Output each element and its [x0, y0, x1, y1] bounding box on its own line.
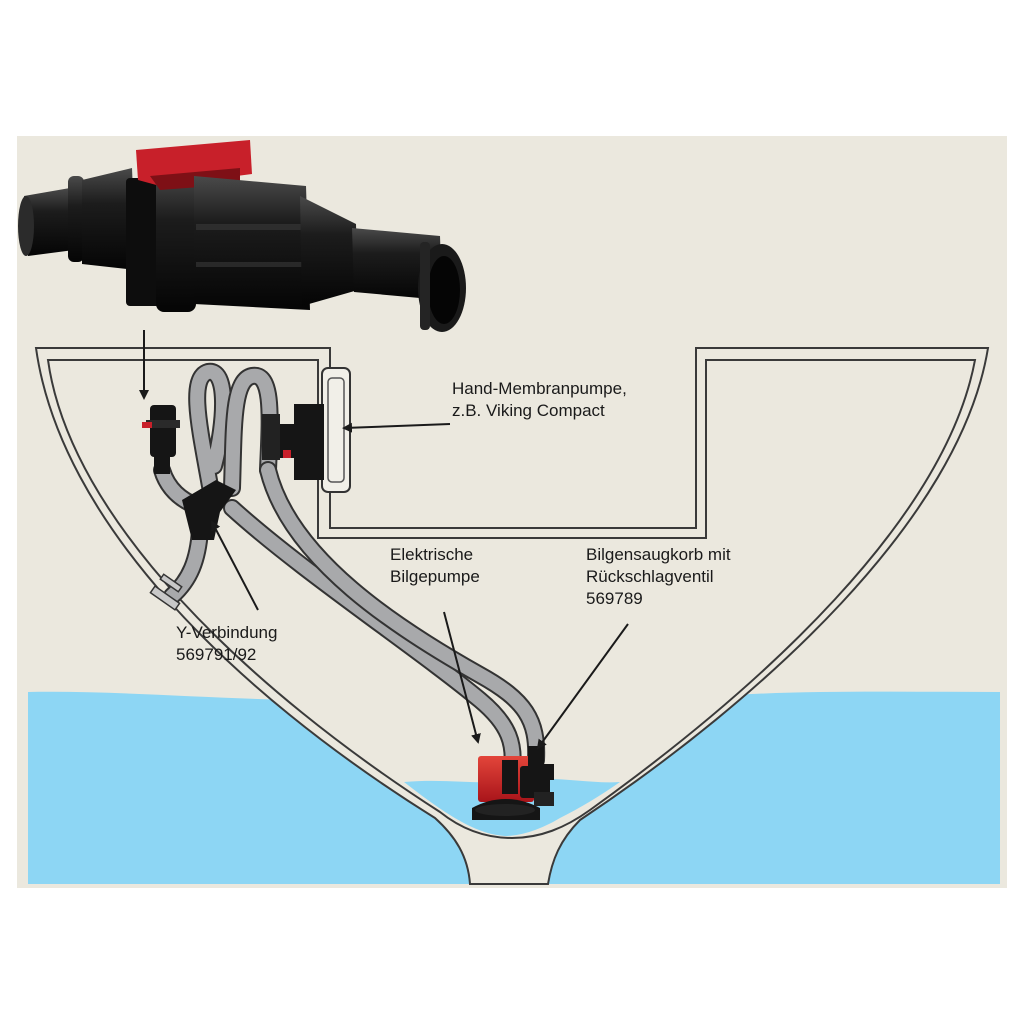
label-y-connector-line2: 569791/92: [176, 645, 257, 664]
diaphragm-pump-icon: [262, 367, 351, 493]
arrow-electric-pump: [443, 611, 481, 744]
arrow-y-connector: [211, 520, 259, 611]
annotation-arrows: [139, 330, 629, 750]
strainer-icon: [520, 746, 554, 806]
through-hull-fitting: [149, 573, 183, 611]
ball-valve-icon: [18, 140, 466, 332]
label-y-connector: Y-Verbindung 569791/92: [176, 622, 277, 666]
label-hand-pump-line2: z.B. Viking Compact: [452, 401, 605, 420]
inline-valve-small: [142, 405, 180, 474]
label-strainer: Bilgensaugkorb mit Rückschlagventil 5697…: [586, 544, 731, 610]
arrow-hand-pump: [342, 422, 451, 433]
label-electric-pump: Elektrische Bilgepumpe: [390, 544, 480, 588]
y-connector-icon: [182, 480, 236, 540]
label-electric-pump-line1: Elektrische: [390, 545, 474, 564]
arrow-strainer: [536, 623, 629, 750]
label-y-connector-line1: Y-Verbindung: [176, 623, 278, 642]
label-strainer-line3: 569789: [586, 589, 643, 608]
label-hand-pump: Hand-Membranpumpe, z.B. Viking Compact: [452, 378, 627, 422]
label-hand-pump-line1: Hand-Membranpumpe,: [452, 379, 627, 398]
label-strainer-line1: Bilgensaugkorb mit: [586, 545, 731, 564]
label-electric-pump-line2: Bilgepumpe: [390, 567, 480, 586]
label-strainer-line2: Rückschlagventil: [586, 567, 714, 586]
